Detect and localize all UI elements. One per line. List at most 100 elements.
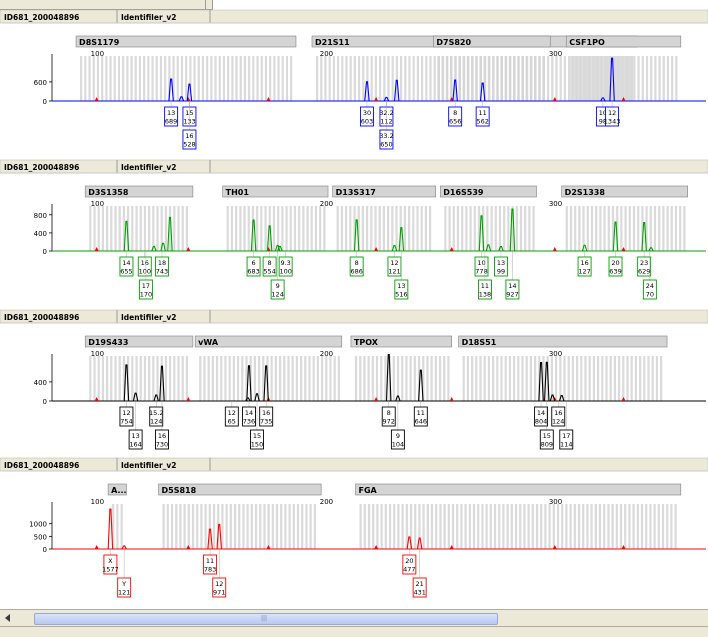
allele-bin bbox=[514, 504, 518, 549]
allele-bin bbox=[160, 206, 163, 251]
allele-bin bbox=[412, 56, 415, 101]
allele-bin bbox=[588, 56, 592, 101]
marker-bar bbox=[107, 483, 127, 496]
allele-label-box bbox=[149, 406, 164, 427]
allele-call: 12 bbox=[122, 409, 130, 417]
scroll-left-arrow-icon[interactable] bbox=[2, 612, 14, 624]
allele-bin bbox=[611, 206, 615, 251]
allele-bin bbox=[299, 356, 303, 401]
allele-bin bbox=[574, 56, 577, 101]
allele-bin bbox=[461, 206, 464, 251]
allele-bin bbox=[550, 356, 554, 401]
allele-bin bbox=[641, 56, 644, 101]
allele-bin bbox=[466, 356, 470, 401]
allele-label-box bbox=[412, 577, 427, 598]
allele-call: 11 bbox=[479, 109, 487, 117]
allele-bin bbox=[433, 56, 436, 101]
kit-name: Identifiler_v2 bbox=[121, 163, 177, 172]
allele-bin bbox=[584, 56, 587, 101]
allele-bin bbox=[298, 206, 301, 251]
allele-bin bbox=[211, 356, 214, 401]
allele-call: 23 bbox=[640, 259, 648, 267]
allele-bin bbox=[367, 356, 370, 401]
peak-height: 170 bbox=[140, 291, 152, 299]
allele-bin bbox=[573, 504, 576, 549]
allele-bin bbox=[525, 56, 528, 101]
allele-bin bbox=[290, 56, 293, 101]
allele-bin bbox=[580, 356, 583, 401]
peak bbox=[612, 221, 619, 252]
allele-bin bbox=[517, 56, 520, 101]
allele-bin bbox=[500, 56, 503, 101]
allele-bin bbox=[275, 504, 279, 549]
peak-height: 656 bbox=[449, 118, 461, 126]
allele-bin bbox=[577, 504, 581, 549]
allele-bin bbox=[567, 356, 570, 401]
allele-call: 15 bbox=[543, 432, 551, 440]
allele-bin bbox=[164, 56, 167, 101]
allele-bin bbox=[236, 356, 240, 401]
allele-bin bbox=[513, 56, 516, 101]
allele-bin bbox=[424, 206, 428, 251]
allele-bin bbox=[361, 206, 365, 251]
allele-bin bbox=[349, 206, 352, 251]
allele-call: 30 bbox=[363, 109, 371, 117]
allele-label-box bbox=[477, 279, 492, 300]
allele-bin bbox=[425, 56, 428, 101]
peak-height: 655 bbox=[120, 268, 132, 276]
allele-bin bbox=[280, 504, 283, 549]
allele-bin bbox=[637, 206, 640, 251]
peak-height: 121 bbox=[388, 268, 400, 276]
allele-bin bbox=[180, 56, 184, 101]
allele-bin bbox=[230, 206, 234, 251]
horizontal-scrollbar[interactable]: ||| bbox=[0, 609, 708, 627]
allele-bin bbox=[218, 56, 221, 101]
allele-bin bbox=[634, 356, 638, 401]
peak-height: 516 bbox=[395, 291, 407, 299]
allele-bin bbox=[353, 56, 356, 101]
y-tick-label: 400 bbox=[34, 379, 47, 387]
allele-bin bbox=[336, 56, 340, 101]
allele-bin bbox=[475, 56, 478, 101]
allele-bin bbox=[483, 56, 486, 101]
allele-bin bbox=[620, 56, 623, 101]
peak-height: 809 bbox=[541, 441, 553, 449]
allele-bin bbox=[118, 206, 121, 251]
allele-label-box bbox=[637, 256, 652, 277]
allele-bin bbox=[393, 504, 396, 549]
marker-label: A... bbox=[111, 486, 126, 495]
allele-bin bbox=[658, 206, 661, 251]
allele-bin bbox=[336, 206, 339, 251]
peak-height: 98 bbox=[599, 118, 607, 126]
allele-label-box bbox=[381, 406, 396, 427]
allele-bin bbox=[285, 206, 288, 251]
allele-label-box bbox=[505, 279, 520, 300]
peak-height: 650 bbox=[380, 141, 392, 149]
allele-label-box bbox=[642, 279, 657, 300]
scroll-thumb[interactable]: ||| bbox=[34, 613, 498, 625]
panel-header bbox=[0, 9, 708, 24]
y-tick-label: 600 bbox=[34, 79, 47, 87]
allele-bin bbox=[587, 56, 590, 101]
allele-call: 12 bbox=[390, 259, 398, 267]
allele-bin bbox=[200, 504, 203, 549]
allele-bin bbox=[619, 504, 623, 549]
sample-name: ID681_200048896 bbox=[4, 163, 79, 172]
peak bbox=[167, 216, 173, 252]
allele-label-box bbox=[259, 406, 274, 427]
allele-bin bbox=[315, 56, 319, 101]
allele-bin bbox=[229, 504, 232, 549]
peak bbox=[274, 244, 281, 252]
marker-bar bbox=[84, 335, 194, 348]
allele-bin bbox=[287, 356, 290, 401]
allele-bin bbox=[630, 356, 633, 401]
allele-bin bbox=[391, 206, 394, 251]
allele-call: 9.3 bbox=[280, 259, 290, 267]
allele-bin bbox=[521, 356, 524, 401]
allele-bin bbox=[353, 206, 356, 251]
allele-bin bbox=[506, 504, 509, 549]
allele-label-box bbox=[379, 129, 394, 150]
allele-bin bbox=[615, 504, 618, 549]
peak-height: 562 bbox=[476, 118, 488, 126]
allele-bin bbox=[296, 504, 300, 549]
